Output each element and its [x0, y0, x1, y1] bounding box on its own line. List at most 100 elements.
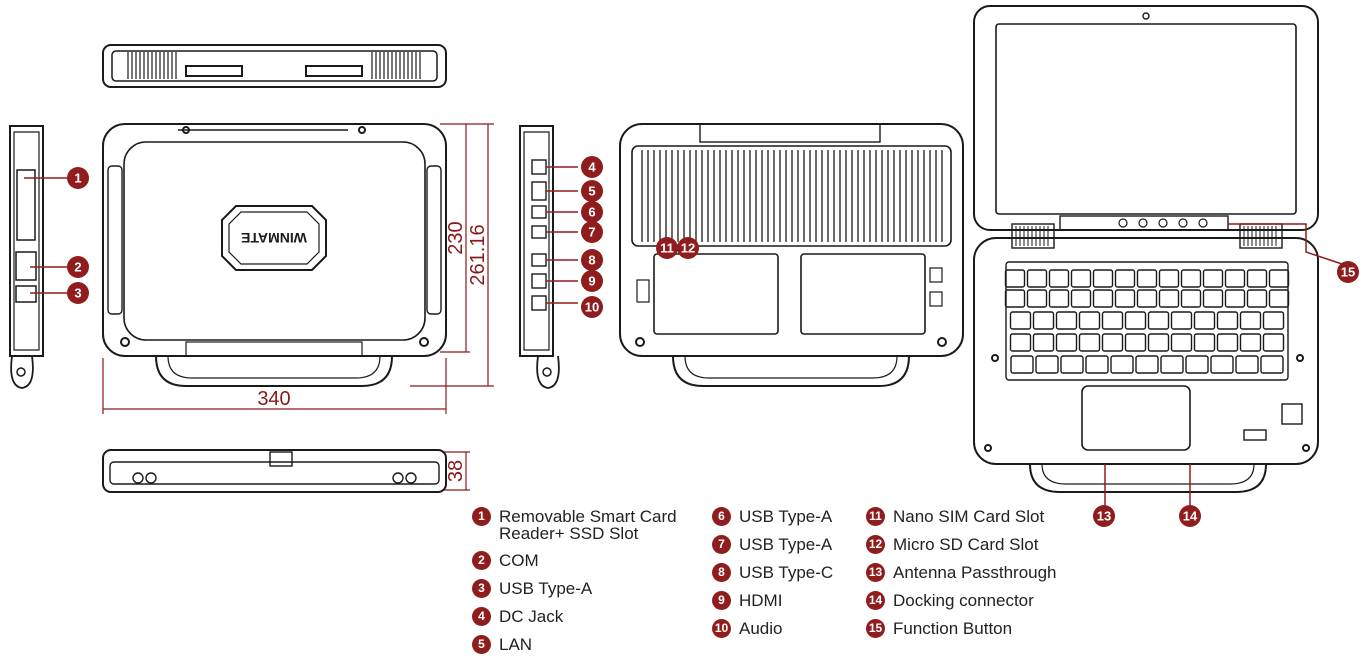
- callout-badge: [581, 249, 603, 271]
- keyboard-key: [1124, 311, 1147, 330]
- legend-number: 2: [472, 551, 491, 570]
- keyboard-key: [1136, 269, 1158, 288]
- callout-badge: [1179, 505, 1201, 527]
- keyboard-key: [1224, 289, 1246, 308]
- keyboard-key: [1055, 311, 1078, 330]
- underside-view: [619, 123, 964, 387]
- keyboard-key: [1004, 269, 1026, 288]
- keyboard-key: [1092, 269, 1114, 288]
- dim-width: 340: [257, 388, 290, 410]
- left-callout-lines: [24, 177, 70, 294]
- callout-badge: [581, 201, 603, 223]
- keyboard-key: [1114, 289, 1136, 308]
- keyboard-key: [1032, 311, 1055, 330]
- keyboard-key: [1060, 355, 1084, 374]
- keyboard-key: [1246, 269, 1268, 288]
- left-side-view: [9, 125, 44, 389]
- legend-number: 13: [866, 563, 885, 582]
- legend-item: 11 Nano SIM Card Slot: [866, 507, 1106, 526]
- legend-number: 9: [712, 591, 731, 610]
- keyboard-key: [1246, 289, 1268, 308]
- callout-badge: [581, 221, 603, 243]
- legend-number: 7: [712, 535, 731, 554]
- callout-badge-number: 2: [74, 260, 81, 275]
- callout-badge: [677, 237, 699, 259]
- callout-badge-number: 15: [1341, 265, 1355, 280]
- keyboard-key: [1070, 289, 1092, 308]
- callout-badge-number: 7: [588, 225, 595, 240]
- keyboard-key: [1009, 311, 1032, 330]
- legend-number: 4: [472, 607, 491, 626]
- keyboard-key: [1114, 269, 1136, 288]
- legend-label: USB Type-A: [499, 579, 593, 598]
- legend-item: 7 USB Type-A: [712, 535, 862, 554]
- keyboard-key: [1262, 333, 1285, 352]
- callout-badge: [581, 270, 603, 292]
- keyboard-key: [1092, 289, 1114, 308]
- legend-number: 12: [866, 535, 885, 554]
- keyboard-key: [1260, 355, 1284, 374]
- legend-label: Audio: [739, 619, 783, 638]
- callout-badge-number: 6: [588, 205, 595, 220]
- underside-vents: [641, 150, 943, 242]
- legend-label: COM: [499, 551, 539, 570]
- keyboard-key: [1101, 311, 1124, 330]
- keyboard-key: [1135, 355, 1159, 374]
- keyboard-key: [1136, 289, 1158, 308]
- keyboard-key: [1085, 355, 1109, 374]
- dim-depth-inner: 230: [445, 221, 467, 254]
- keyboard-key: [1239, 333, 1262, 352]
- dimension-lines: [102, 123, 494, 491]
- legend-label: USB Type-C: [739, 563, 834, 582]
- legend-label: Antenna Passthrough: [893, 563, 1057, 582]
- callout-badge-number: 4: [588, 160, 596, 175]
- keyboard-key: [1010, 355, 1034, 374]
- keyboard-key: [1048, 289, 1070, 308]
- callout-badge: [67, 256, 89, 278]
- keyboard-key: [1070, 269, 1092, 288]
- keyboard-key: [1235, 355, 1259, 374]
- keyboard-key: [1026, 269, 1048, 288]
- legend-label: Function Button: [893, 619, 1013, 638]
- keyboard-key: [1009, 333, 1032, 352]
- keyboard-key: [1216, 311, 1239, 330]
- keyboard-key: [1210, 355, 1234, 374]
- keyboard-key: [1147, 311, 1170, 330]
- keyboard-key: [1110, 355, 1134, 374]
- keyboard-key: [1170, 333, 1193, 352]
- open-callout-lines: [1104, 223, 1343, 510]
- keyboard-key: [1268, 269, 1290, 288]
- callout-badge: [67, 282, 89, 304]
- keyboard-key: [1180, 289, 1202, 308]
- callout-badge: [581, 156, 603, 178]
- keyboard-key: [1224, 269, 1246, 288]
- keyboard-key: [1239, 311, 1262, 330]
- legend-number: 11: [866, 507, 885, 526]
- keyboard-key: [1078, 311, 1101, 330]
- legend-number: 15: [866, 619, 885, 638]
- lid-view: [102, 123, 447, 387]
- legend-label: USB Type-A: [739, 535, 833, 554]
- callout-badge-number: 5: [588, 184, 595, 199]
- legend-label: Nano SIM Card Slot: [893, 507, 1045, 526]
- right-side-view: [519, 125, 560, 389]
- keyboard-key: [1193, 311, 1216, 330]
- keyboard-key: [1180, 269, 1202, 288]
- legend-item: 2 COM: [472, 551, 712, 570]
- callout-badge-number: 9: [588, 274, 595, 289]
- keyboard-key: [1193, 333, 1216, 352]
- keyboard-key: [1032, 333, 1055, 352]
- keyboard-key: [1158, 289, 1180, 308]
- legend-label: USB Type-A: [739, 507, 833, 526]
- legend-label: HDMI: [739, 591, 783, 610]
- callout-badge-number: 11: [660, 241, 674, 256]
